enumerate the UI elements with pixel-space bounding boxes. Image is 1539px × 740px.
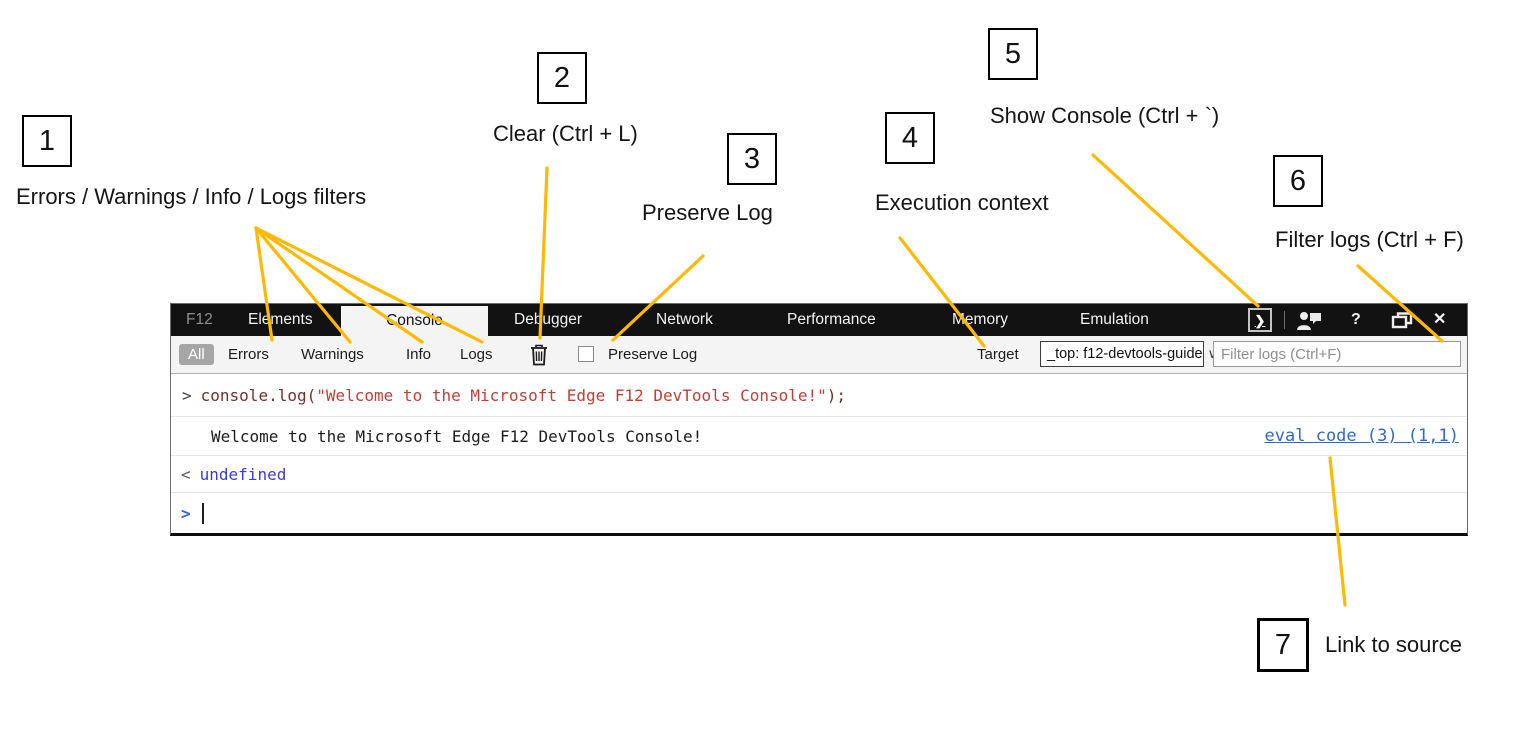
target-dropdown-value: _top: f12-devtools-guide [1047,346,1203,362]
filter-info-button[interactable]: Info [406,346,432,363]
callout-label-filter-logs: Filter logs (Ctrl + F) [1275,227,1464,252]
result-chevron-icon: < [181,464,191,484]
filter-errors-button[interactable]: Errors [228,346,269,363]
tab-console[interactable]: Console [341,306,488,336]
callout-label-filters: Errors / Warnings / Info / Logs filters [16,184,367,209]
filter-all-button[interactable]: All [179,344,214,365]
console-input-echo-row: > console.log("Welcome to the Microsoft E… [171,374,1467,417]
tab-f12[interactable]: F12 [186,311,213,328]
feedback-icon[interactable] [1295,310,1323,330]
close-icon[interactable]: ✕ [1433,311,1447,328]
callout-box-7: 7 [1257,618,1309,672]
filter-warnings-button[interactable]: Warnings [301,346,364,363]
console-input-line[interactable]: > [171,493,1467,533]
filter-logs-button[interactable]: Logs [460,346,493,363]
code-string: "Welcome to the Microsoft Edge F12 DevTo… [316,385,827,405]
code-suffix: ); [826,385,847,405]
devtools-tab-bar: F12 Elements Console Debugger Network Pe… [171,304,1467,336]
preserve-log-checkbox[interactable] [578,346,594,362]
prompt-chevron-icon: > [181,503,191,523]
target-label: Target [977,346,1019,363]
devtools-window: F12 Elements Console Debugger Network Pe… [170,303,1468,536]
input-chevron-icon: > [182,385,192,405]
tab-debugger[interactable]: Debugger [514,311,583,328]
console-result-row: < undefined [171,456,1467,493]
help-icon[interactable]: ? [1351,311,1361,328]
tab-network[interactable]: Network [656,311,713,328]
callout-box-4: 4 [885,112,935,164]
console-log-row: Welcome to the Microsoft Edge F12 DevToo… [171,417,1467,456]
preserve-log-label[interactable]: Preserve Log [608,346,698,363]
tab-memory[interactable]: Memory [952,311,1008,328]
tab-performance[interactable]: Performance [787,311,876,328]
console-prompt-glyph: ❯ [1254,313,1266,328]
chevron-down-icon: ∨ [1208,346,1218,362]
tab-elements[interactable]: Elements [248,311,313,328]
titlebar-divider [1284,311,1285,329]
callout-label-execution-context: Execution context [875,190,1049,215]
show-console-icon[interactable]: ❯ [1248,308,1272,332]
code-prefix: console.log( [200,385,317,405]
callout-box-6: 6 [1273,155,1323,207]
callout-box-3: 3 [727,133,777,185]
console-toolbar: All Errors Warnings Info Logs Preserve L… [171,336,1467,374]
target-dropdown[interactable]: _top: f12-devtools-guide ∨ [1040,341,1217,367]
filter-logs-input[interactable] [1213,341,1461,367]
callout-label-show-console: Show Console (Ctrl + `) [990,103,1220,128]
result-value: undefined [199,464,287,484]
log-message: Welcome to the Microsoft Edge F12 DevToo… [211,426,703,446]
callout-box-1: 1 [22,115,72,167]
tab-emulation[interactable]: Emulation [1080,311,1149,328]
text-cursor [201,502,204,524]
source-link[interactable]: eval code (3) (1,1) [1264,426,1459,446]
unpin-window-icon[interactable] [1391,312,1413,329]
clear-trash-icon[interactable] [529,344,549,366]
callout-label-link-to-source: Link to source [1325,632,1462,657]
callout-label-clear: Clear (Ctrl + L) [493,121,638,146]
callout-box-2: 2 [537,52,587,104]
callout-box-5: 5 [988,28,1038,80]
callout-label-preserve-log: Preserve Log [642,200,773,225]
